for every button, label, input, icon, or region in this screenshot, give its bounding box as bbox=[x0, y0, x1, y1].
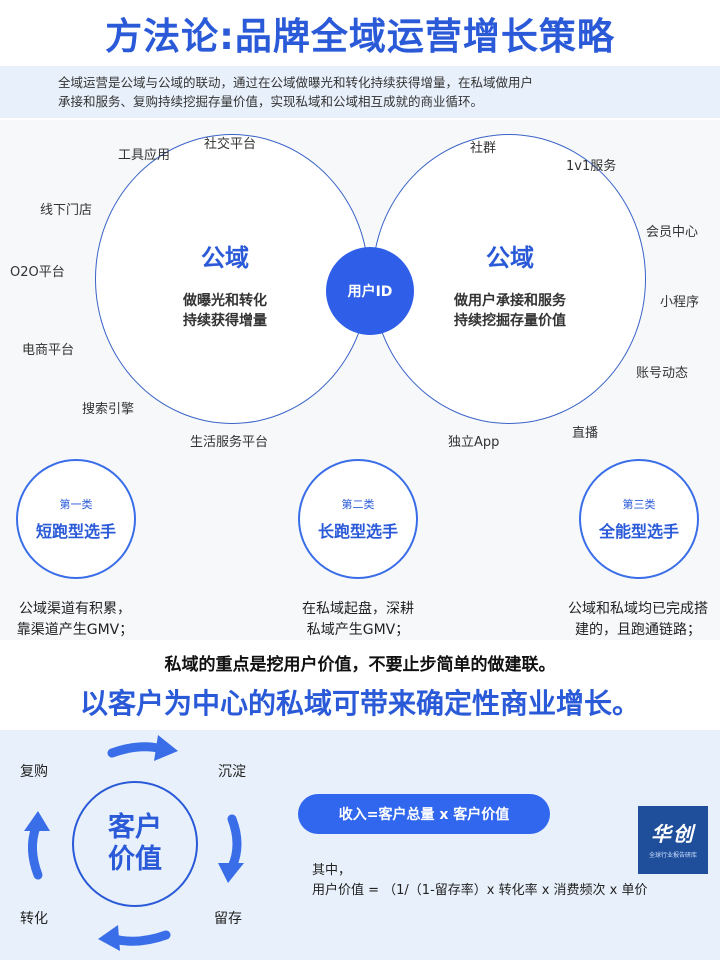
channel-search-engines: 搜索引擎 bbox=[82, 402, 135, 417]
page-title: 方法论:品牌全域运营增长策略 bbox=[105, 15, 615, 58]
channel-account-feed: 账号动态 bbox=[636, 366, 689, 381]
channel-ecommerce: 电商平台 bbox=[22, 343, 75, 358]
formula-note-line2: 用户价值 = （1/（1-留存率）x 转化率 x 消费频次 x 单价 bbox=[312, 883, 648, 898]
left-circle-desc-line1: 做曝光和转化 bbox=[183, 293, 267, 309]
right-circle-desc-line1: 做用户承接和服务 bbox=[454, 293, 566, 309]
cycle-label-repurchase: 复购 bbox=[20, 764, 48, 780]
type-desc-line1: 在私域起盘，深耕 bbox=[302, 601, 414, 617]
cycle-arrows bbox=[24, 735, 244, 951]
cycle-arrow-icon bbox=[98, 925, 120, 951]
cycle-center-line1: 客户 bbox=[108, 812, 162, 843]
intro-line-1: 全域运营是公域与公域的联动，通过在公域做曝光和转化持续获得增量，在私域做用户 bbox=[58, 75, 534, 90]
cycle-center-line2: 价值 bbox=[108, 844, 162, 875]
type-desc-allrounder: 公域和私域均已完成搭 建的，且跑通链路； bbox=[553, 599, 720, 641]
type-name: 长跑型选手 bbox=[317, 522, 398, 541]
channel-mini-program: 小程序 bbox=[660, 295, 700, 310]
type-circle-marathoner: 第二类 长跑型选手 bbox=[298, 459, 418, 579]
cycle-arrow-icon bbox=[154, 735, 178, 761]
left-circle-title: 公域 bbox=[201, 244, 249, 272]
type-desc-line1: 公域渠道有积累， bbox=[19, 601, 131, 617]
channel-o2o: O2O平台 bbox=[10, 265, 65, 280]
channel-live-stream: 直播 bbox=[572, 426, 599, 441]
channel-tool-apps: 工具应用 bbox=[118, 148, 171, 163]
cycle-arrow-icon bbox=[109, 930, 171, 946]
right-circle-desc-line2: 持续挖掘存量价值 bbox=[454, 313, 566, 329]
cycle-arrow-icon bbox=[107, 742, 167, 758]
intro-line-2: 承接和服务、复购持续挖掘存量价值，实现私域和公域相互成就的商业循环。 bbox=[58, 94, 484, 109]
channel-1v1-service: 1v1服务 bbox=[566, 159, 617, 174]
title-bar bbox=[0, 0, 720, 66]
type-name: 短跑型选手 bbox=[35, 522, 116, 541]
formula-note-line1: 其中， bbox=[312, 863, 352, 878]
cycle-arrow-icon bbox=[227, 814, 242, 872]
private-domain-circle bbox=[372, 134, 646, 424]
logo-main-text: 华创 bbox=[651, 821, 695, 846]
channel-offline-stores: 线下门店 bbox=[40, 203, 93, 218]
customer-value-circle: 客户 价值 bbox=[72, 781, 198, 907]
left-circle-desc-line2: 持续获得增量 bbox=[183, 313, 267, 329]
type-circle-sprinter: 第一类 短跑型选手 bbox=[16, 459, 136, 579]
type-category: 第三类 bbox=[622, 498, 656, 511]
channel-member-center: 会员中心 bbox=[646, 225, 699, 240]
channel-social-platforms: 社交平台 bbox=[204, 137, 257, 152]
type-circle-allrounder: 第三类 全能型选手 bbox=[579, 459, 699, 579]
brand-logo: 华创 全球行业报告研库 bbox=[638, 806, 708, 874]
channel-community: 社群 bbox=[470, 141, 497, 156]
type-desc-line2: 靠渠道产生GMV； bbox=[16, 622, 134, 638]
cycle-arrow-icon bbox=[28, 822, 43, 880]
type-desc-marathoner: 在私域起盘，深耕 私域产生GMV； bbox=[283, 599, 433, 641]
cycle-label-retention: 留存 bbox=[214, 911, 242, 927]
left-circle-desc: 做曝光和转化 持续获得增量 bbox=[150, 291, 300, 331]
cycle-arrow-icon bbox=[24, 811, 50, 831]
logo-sub-text: 全球行业报告研库 bbox=[648, 851, 697, 859]
revenue-formula-pill: 收入=客户总量 x 客户价值 bbox=[298, 794, 550, 834]
type-name: 全能型选手 bbox=[598, 522, 679, 541]
intro-band bbox=[0, 66, 720, 118]
type-desc-line2: 建的，且跑通链路； bbox=[575, 622, 701, 638]
key-point: 私域的重点是挖用户价值，不要止步简单的做建联。 bbox=[164, 655, 556, 675]
formula-note: 其中， 用户价值 = （1/（1-留存率）x 转化率 x 消费频次 x 单价 bbox=[312, 861, 648, 901]
right-circle-desc: 做用户承接和服务 持续挖掘存量价值 bbox=[430, 291, 590, 331]
cycle-arrow-icon bbox=[218, 863, 244, 883]
type-desc-sprinter: 公域渠道有积累， 靠渠道产生GMV； bbox=[0, 599, 150, 641]
type-desc-line1: 公域和私域均已完成搭 bbox=[568, 601, 708, 617]
type-desc-line2: 私域产生GMV； bbox=[306, 622, 410, 638]
channel-life-services: 生活服务平台 bbox=[190, 435, 269, 450]
cycle-label-conversion: 转化 bbox=[20, 911, 48, 927]
type-category: 第一类 bbox=[59, 498, 93, 511]
intro-text: 全域运营是公域与公域的联动，通过在公域做曝光和转化持续获得增量，在私域做用户 承… bbox=[58, 73, 678, 111]
user-id-circle: 用户ID bbox=[326, 247, 414, 335]
cycle-label-accumulate: 沉淀 bbox=[218, 764, 246, 780]
channel-standalone-app: 独立App bbox=[448, 435, 500, 450]
type-category: 第二类 bbox=[341, 498, 375, 511]
right-circle-title: 公域 bbox=[486, 244, 534, 272]
slogan: 以客户为中心的私域可带来确定性商业增长。 bbox=[79, 687, 640, 720]
